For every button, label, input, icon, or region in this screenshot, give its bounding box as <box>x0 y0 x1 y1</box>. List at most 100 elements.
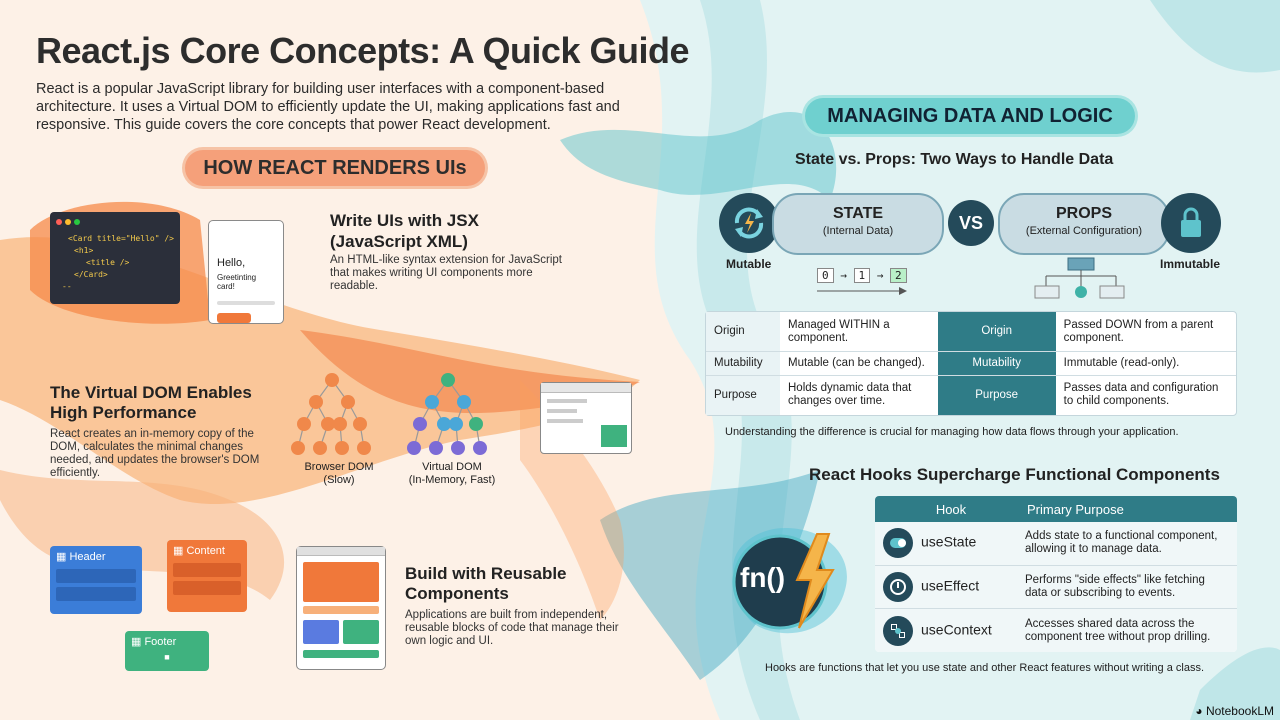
hook-name: useEffect <box>921 577 980 594</box>
section-label-data: MANAGING DATA AND LOGIC <box>805 98 1135 134</box>
seq-box: 2 <box>890 268 907 283</box>
layout-column-green <box>343 620 379 644</box>
props-capsule: PROPS (External Configuration) <box>998 193 1170 255</box>
virtual-dom-line1: Virtual DOM <box>422 461 482 473</box>
hooks-header-row: Hook Primary Purpose <box>875 496 1237 522</box>
props-cell: Passed DOWN from a parent component. <box>1055 312 1236 353</box>
props-sublabel: (External Configuration) <box>1025 225 1143 237</box>
hook-purpose: Performs "side effects" like fetching da… <box>1017 565 1237 610</box>
table-row: Purpose Holds dynamic data that changes … <box>706 375 1236 415</box>
refresh-icon <box>719 193 779 253</box>
jsx-title-line1: Write UIs with JSX <box>330 211 479 230</box>
jsx-description: An HTML-like syntax extension for JavaSc… <box>330 254 563 292</box>
lock-icon <box>1161 193 1221 253</box>
card-button <box>217 313 251 323</box>
comparison-caption: Understanding the difference is crucial … <box>725 426 1179 438</box>
table-row: useContext Accesses shared data across t… <box>875 608 1237 652</box>
hook-name-cell: useContext <box>875 608 1017 652</box>
vdom-description: React creates an in-memory copy of the D… <box>50 428 260 479</box>
state-sequence: 0 → 1 → 2 <box>817 268 907 283</box>
intro-paragraph: React is a popular JavaScript library fo… <box>36 81 620 133</box>
state-sublabel: (Internal Data) <box>822 225 894 237</box>
hook-name-cell: useState <box>875 522 1017 566</box>
vdom-title-line1: The Virtual DOM Enables <box>50 383 252 402</box>
header-label-text: Header <box>69 551 106 563</box>
lock-icon: ■ <box>164 652 170 662</box>
props-cell: Passes data and configuration to child c… <box>1063 382 1219 408</box>
code-line: -- <box>62 282 72 291</box>
table-row: Origin Managed WITHIN a component. Origi… <box>706 312 1236 353</box>
browser-dom-line2: (Slow) <box>323 474 355 486</box>
card-greeting: Hello, <box>217 257 246 269</box>
jsx-title: Write UIs with JSX (JavaScript XML) <box>330 210 479 252</box>
virtual-dom-line2: (In-Memory, Fast) <box>408 474 496 486</box>
header-row <box>56 587 136 601</box>
toggle-icon <box>883 528 913 559</box>
virtual-dom-label: Virtual DOM (In-Memory, Fast) <box>397 461 507 487</box>
table-row: Mutability Mutable (can be changed). Mut… <box>706 351 1236 376</box>
immutable-tag: Immutable <box>1160 257 1221 271</box>
state-cell: Mutable (can be changed). <box>780 351 938 376</box>
hooks-table: Hook Primary Purpose useState Adds state… <box>875 496 1237 652</box>
hooks-title: React Hooks Supercharge Functional Compo… <box>809 465 1220 484</box>
layout-titlebar <box>297 547 385 556</box>
function-lightning-icon <box>732 528 847 634</box>
card-line <box>217 301 275 305</box>
footer-component: ▦ Footer ■ <box>125 631 209 671</box>
content-label-text: Content <box>186 545 225 557</box>
arrow-right-icon <box>817 287 907 295</box>
browser-dom-line1: Browser DOM <box>304 461 374 473</box>
browser-window-illustration <box>540 382 632 454</box>
header-component-label: ▦ Header <box>56 551 106 563</box>
page-title: React.js Core Concepts: A Quick Guide <box>36 30 689 71</box>
layout-column-blue <box>303 620 339 644</box>
components-title: Build with Reusable Components <box>405 564 567 604</box>
browser-titlebar <box>541 383 631 393</box>
content-row <box>173 581 241 595</box>
state-props-title: State vs. Props: Two Ways to Handle Data <box>795 151 1114 168</box>
layout-hero-block <box>303 562 379 602</box>
state-label: STATE <box>832 205 884 222</box>
browser-line <box>547 419 583 423</box>
content-component-label: ▦ Content <box>173 545 225 557</box>
hooks-header-hook: Hook <box>875 496 1017 522</box>
layout-columns <box>303 620 379 644</box>
browser-updated-block <box>601 425 627 447</box>
components-description: Applications are built from independent,… <box>405 609 619 647</box>
table-row: useState Adds state to a functional comp… <box>875 522 1237 566</box>
hooks-header-purpose: Primary Purpose <box>1017 496 1237 522</box>
props-cell: Immutable (read-only). <box>1055 351 1236 376</box>
card-text: Greetinting card! <box>217 273 257 291</box>
row-label-center: Purpose <box>937 375 1056 415</box>
state-capsule: STATE (Internal Data) <box>772 193 944 255</box>
seq-box: 1 <box>853 268 871 283</box>
row-label-center: Origin <box>937 312 1056 353</box>
content-component: ▦ Content <box>167 540 247 612</box>
row-label: Mutability <box>706 351 780 376</box>
header-component: ▦ Header <box>50 546 142 614</box>
brand-icon: ◕ <box>1195 704 1203 718</box>
vdom-title-line2: High Performance <box>50 403 197 422</box>
content-row <box>173 563 241 577</box>
components-title-line1: Build with Reusable <box>405 564 567 583</box>
brand-watermark: ◕ NotebookLM <box>1195 704 1274 718</box>
browser-dom-label: Browser DOM (Slow) <box>284 461 394 487</box>
mutable-tag: Mutable <box>726 257 772 271</box>
jsx-title-line2: (JavaScript XML) <box>330 232 468 251</box>
layout-footer-bar <box>303 650 379 658</box>
hook-name: useState <box>921 534 977 551</box>
footer-label-text: Footer <box>144 636 177 648</box>
fn-label: fn() <box>740 562 786 593</box>
seq-box: 0 <box>817 268 834 283</box>
footer-component-label: ▦ Footer <box>131 636 177 648</box>
hook-name-cell: useEffect <box>875 565 1017 610</box>
header-row <box>56 569 136 583</box>
network-icon <box>883 615 913 646</box>
vs-badge: VS <box>948 200 994 246</box>
code-line: <title /> <box>86 258 130 267</box>
row-label: Origin <box>706 312 780 353</box>
hook-purpose: Adds state to a functional component, al… <box>1017 522 1237 566</box>
window-dots <box>56 218 174 227</box>
hook-purpose: Accesses shared data across the componen… <box>1017 608 1237 652</box>
